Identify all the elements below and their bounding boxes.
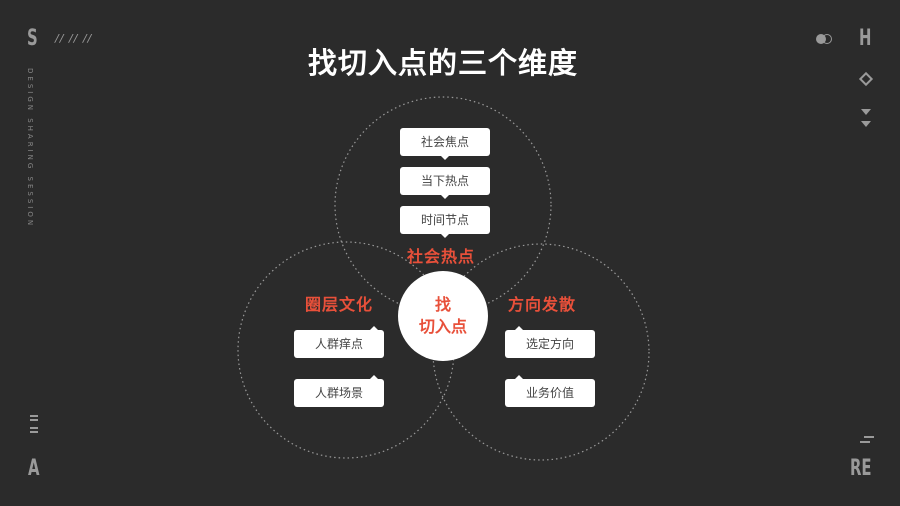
triangle-down-icon	[861, 109, 871, 115]
decor-letters-re: RE	[850, 456, 872, 481]
decor-letter-s: S	[27, 26, 38, 51]
center-label-line1: 找	[434, 295, 451, 314]
item-card: 当下热点	[400, 167, 490, 199]
item-label: 社会焦点	[420, 135, 469, 149]
item-label: 业务价值	[525, 386, 574, 400]
dimension-label-social: 社会热点	[407, 247, 476, 266]
item-card: 时间节点	[400, 206, 490, 238]
item-card: 业务价值	[505, 375, 595, 407]
decor-dashes	[860, 441, 870, 443]
triangle-down-icon	[861, 121, 871, 127]
item-label: 人群场景	[314, 386, 363, 400]
item-label: 选定方向	[525, 337, 574, 351]
decor-dashes	[30, 415, 38, 417]
item-card: 人群场景	[294, 375, 384, 407]
decor-letter-h: H	[859, 26, 872, 51]
item-card: 社会焦点	[400, 128, 490, 160]
decor-vertical-text: DESIGN SHARING SESSION	[26, 68, 34, 229]
item-label: 时间节点	[420, 213, 469, 227]
item-card: 选定方向	[505, 326, 595, 358]
item-card: 人群痒点	[294, 326, 384, 358]
center-label-line2: 切入点	[418, 317, 467, 336]
dimension-label-direction: 方向发散	[508, 295, 577, 314]
dimension-label-circle-culture: 圈层文化	[305, 295, 374, 314]
decor-slashes: // // //	[55, 32, 93, 45]
toggle-circle-outline-icon	[822, 34, 832, 44]
toggle-circle-icon	[816, 34, 826, 44]
center-circle: 找 切入点	[398, 271, 488, 361]
page-title: 找切入点的三个维度	[307, 46, 578, 80]
item-label: 人群痒点	[314, 337, 363, 351]
decor-letter-a: A	[28, 456, 40, 481]
item-label: 当下热点	[420, 174, 469, 188]
